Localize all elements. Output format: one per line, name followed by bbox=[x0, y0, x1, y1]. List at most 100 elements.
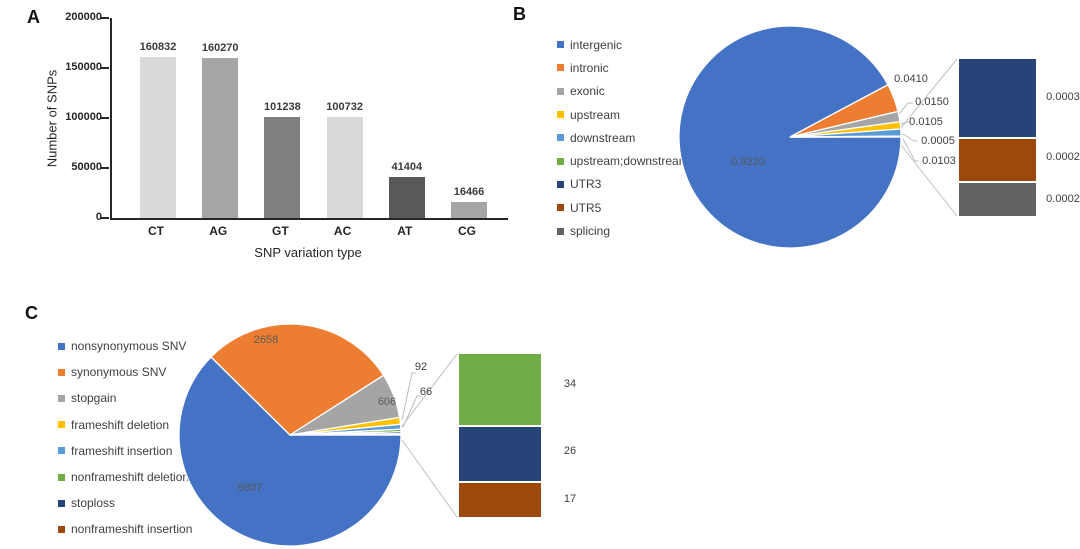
legend-swatch bbox=[58, 525, 65, 533]
callout-segment-UTR5 bbox=[958, 138, 1037, 182]
legend-label: intronic bbox=[570, 60, 609, 75]
callout-c-value-stoploss: 26 bbox=[563, 445, 577, 457]
bar-AT bbox=[388, 177, 425, 218]
callout-segment-stoploss bbox=[458, 425, 542, 482]
pie-slice-nonframeshift insertion bbox=[289, 433, 402, 436]
legend-label: downstream bbox=[570, 130, 636, 145]
legend-item-UTR5: UTR5 bbox=[557, 196, 689, 219]
legend-item-stopgain: stopgain bbox=[58, 385, 192, 411]
legend-label: upstream;downstream bbox=[570, 154, 689, 169]
legend-swatch bbox=[557, 157, 564, 165]
legend-item-frameshift deletion: frameshift deletion bbox=[58, 412, 192, 438]
bar-CG bbox=[451, 202, 487, 218]
legend-swatch bbox=[58, 473, 65, 481]
legend-label: frameshift insertion bbox=[71, 443, 173, 458]
legend-swatch bbox=[58, 499, 65, 507]
legend-item-downstream: downstream bbox=[557, 126, 689, 149]
legend-label: splicing bbox=[570, 224, 611, 239]
callout-c-value-nonframeshift-deletion: 34 bbox=[563, 378, 577, 390]
legend-swatch bbox=[557, 87, 564, 95]
bar-value-label: 16466 bbox=[453, 186, 485, 198]
x-axis-title: SNP variation type bbox=[254, 245, 362, 260]
y-tick-label: 0 bbox=[95, 211, 102, 223]
pie-b-value-exonic: 0.0150 bbox=[915, 96, 949, 108]
y-tick-label: 200000 bbox=[65, 11, 102, 23]
x-category-label: GT bbox=[272, 224, 289, 238]
bar-value-label: 101238 bbox=[264, 101, 301, 113]
legend-label: frameshift deletion bbox=[71, 417, 170, 432]
legend-swatch bbox=[557, 134, 564, 142]
callout-b-value-utr5: 0.0002 bbox=[1046, 151, 1080, 163]
x-category-label: CG bbox=[458, 224, 476, 238]
bar-value-label: 160270 bbox=[201, 42, 239, 54]
pie-c-value-nonsynonymous: 5807 bbox=[237, 482, 263, 494]
legend-label: nonframeshift deletion bbox=[71, 470, 190, 485]
pie-b-value-intronic: 0.0410 bbox=[894, 73, 928, 85]
bar-CT bbox=[140, 57, 176, 218]
pie-b-value-intergenic: 0.9220 bbox=[731, 156, 765, 168]
legend-swatch bbox=[58, 421, 65, 429]
callout-b-value-utr3: 0.0003 bbox=[1046, 91, 1080, 103]
pie-b-value-downstream: 0.0103 bbox=[922, 155, 956, 167]
y-tick-mark bbox=[101, 17, 109, 19]
legend-item-upstream: upstream bbox=[557, 103, 689, 126]
legend-swatch bbox=[58, 368, 65, 376]
legend-item-nonframeshift deletion: nonframeshift deletion bbox=[58, 464, 192, 490]
pie-chart-c bbox=[178, 323, 402, 547]
legend-label: synonymous SNV bbox=[71, 365, 167, 380]
legend-swatch bbox=[58, 394, 65, 402]
pie-chart-b bbox=[678, 25, 902, 249]
legend-swatch bbox=[557, 204, 564, 212]
bar-GT bbox=[264, 117, 301, 218]
legend-swatch bbox=[58, 447, 65, 455]
legend-item-stoploss: stoploss bbox=[58, 490, 192, 516]
legend-panel-c: nonsynonymous SNV synonymous SNV stopgain f… bbox=[58, 333, 192, 543]
bar-value-label: 41404 bbox=[391, 161, 423, 173]
legend-item-intergenic: intergenic bbox=[557, 33, 689, 56]
y-tick-label: 150000 bbox=[65, 61, 102, 73]
callout-segment-splicing bbox=[958, 182, 1037, 217]
legend-swatch bbox=[557, 64, 564, 72]
callout-bar-b bbox=[958, 58, 1037, 217]
legend-label: UTR3 bbox=[570, 177, 602, 192]
panel-a-letter: A bbox=[27, 7, 40, 27]
pie-b-value-upstream-downstream: 0.0005 bbox=[921, 135, 955, 147]
legend-swatch bbox=[557, 180, 564, 188]
legend-label: UTR5 bbox=[570, 200, 602, 215]
legend-swatch bbox=[557, 111, 564, 119]
y-tick-label: 100000 bbox=[65, 111, 102, 123]
legend-swatch bbox=[58, 342, 65, 350]
callout-segment-UTR3 bbox=[958, 58, 1037, 138]
legend-label: stopgain bbox=[71, 391, 117, 406]
y-tick-mark bbox=[101, 217, 109, 219]
y-tick-mark bbox=[101, 117, 109, 119]
legend-label: intergenic bbox=[570, 37, 623, 52]
pie-c-value-synonymous: 2658 bbox=[253, 334, 279, 346]
callout-bar-c bbox=[458, 353, 542, 518]
legend-label: stoploss bbox=[71, 496, 116, 511]
legend-panel-b: intergenic intronic exonic upstream downstre… bbox=[557, 33, 689, 243]
panel-b-letter: B bbox=[513, 4, 526, 24]
legend-item-nonframeshift insertion: nonframeshift insertion bbox=[58, 516, 192, 542]
legend-item-frameshift insertion: frameshift insertion bbox=[58, 438, 192, 464]
x-category-label: AC bbox=[333, 224, 352, 238]
x-category-label: AT bbox=[397, 224, 413, 238]
callout-b-value-splicing: 0.0002 bbox=[1046, 193, 1080, 205]
legend-item-UTR3: UTR3 bbox=[557, 173, 689, 196]
y-tick-label: 50000 bbox=[71, 161, 102, 173]
legend-label: exonic bbox=[570, 84, 605, 99]
bar-AC bbox=[326, 117, 363, 218]
bar-value-label: 160832 bbox=[139, 41, 177, 53]
y-tick-mark bbox=[101, 167, 109, 169]
legend-item-upstream;downstream: upstream;downstream bbox=[557, 149, 689, 172]
legend-item-intronic: intronic bbox=[557, 56, 689, 79]
pie-c-value-frameshift-deletion: 92 bbox=[414, 361, 428, 373]
callout-c-value-nonframeshift-insertion: 17 bbox=[563, 493, 577, 505]
legend-item-nonsynonymous SNV: nonsynonymous SNV bbox=[58, 333, 192, 359]
legend-item-exonic: exonic bbox=[557, 80, 689, 103]
legend-label: upstream bbox=[570, 107, 621, 122]
legend-label: nonsynonymous SNV bbox=[71, 339, 187, 354]
x-category-label: CT bbox=[148, 224, 164, 238]
